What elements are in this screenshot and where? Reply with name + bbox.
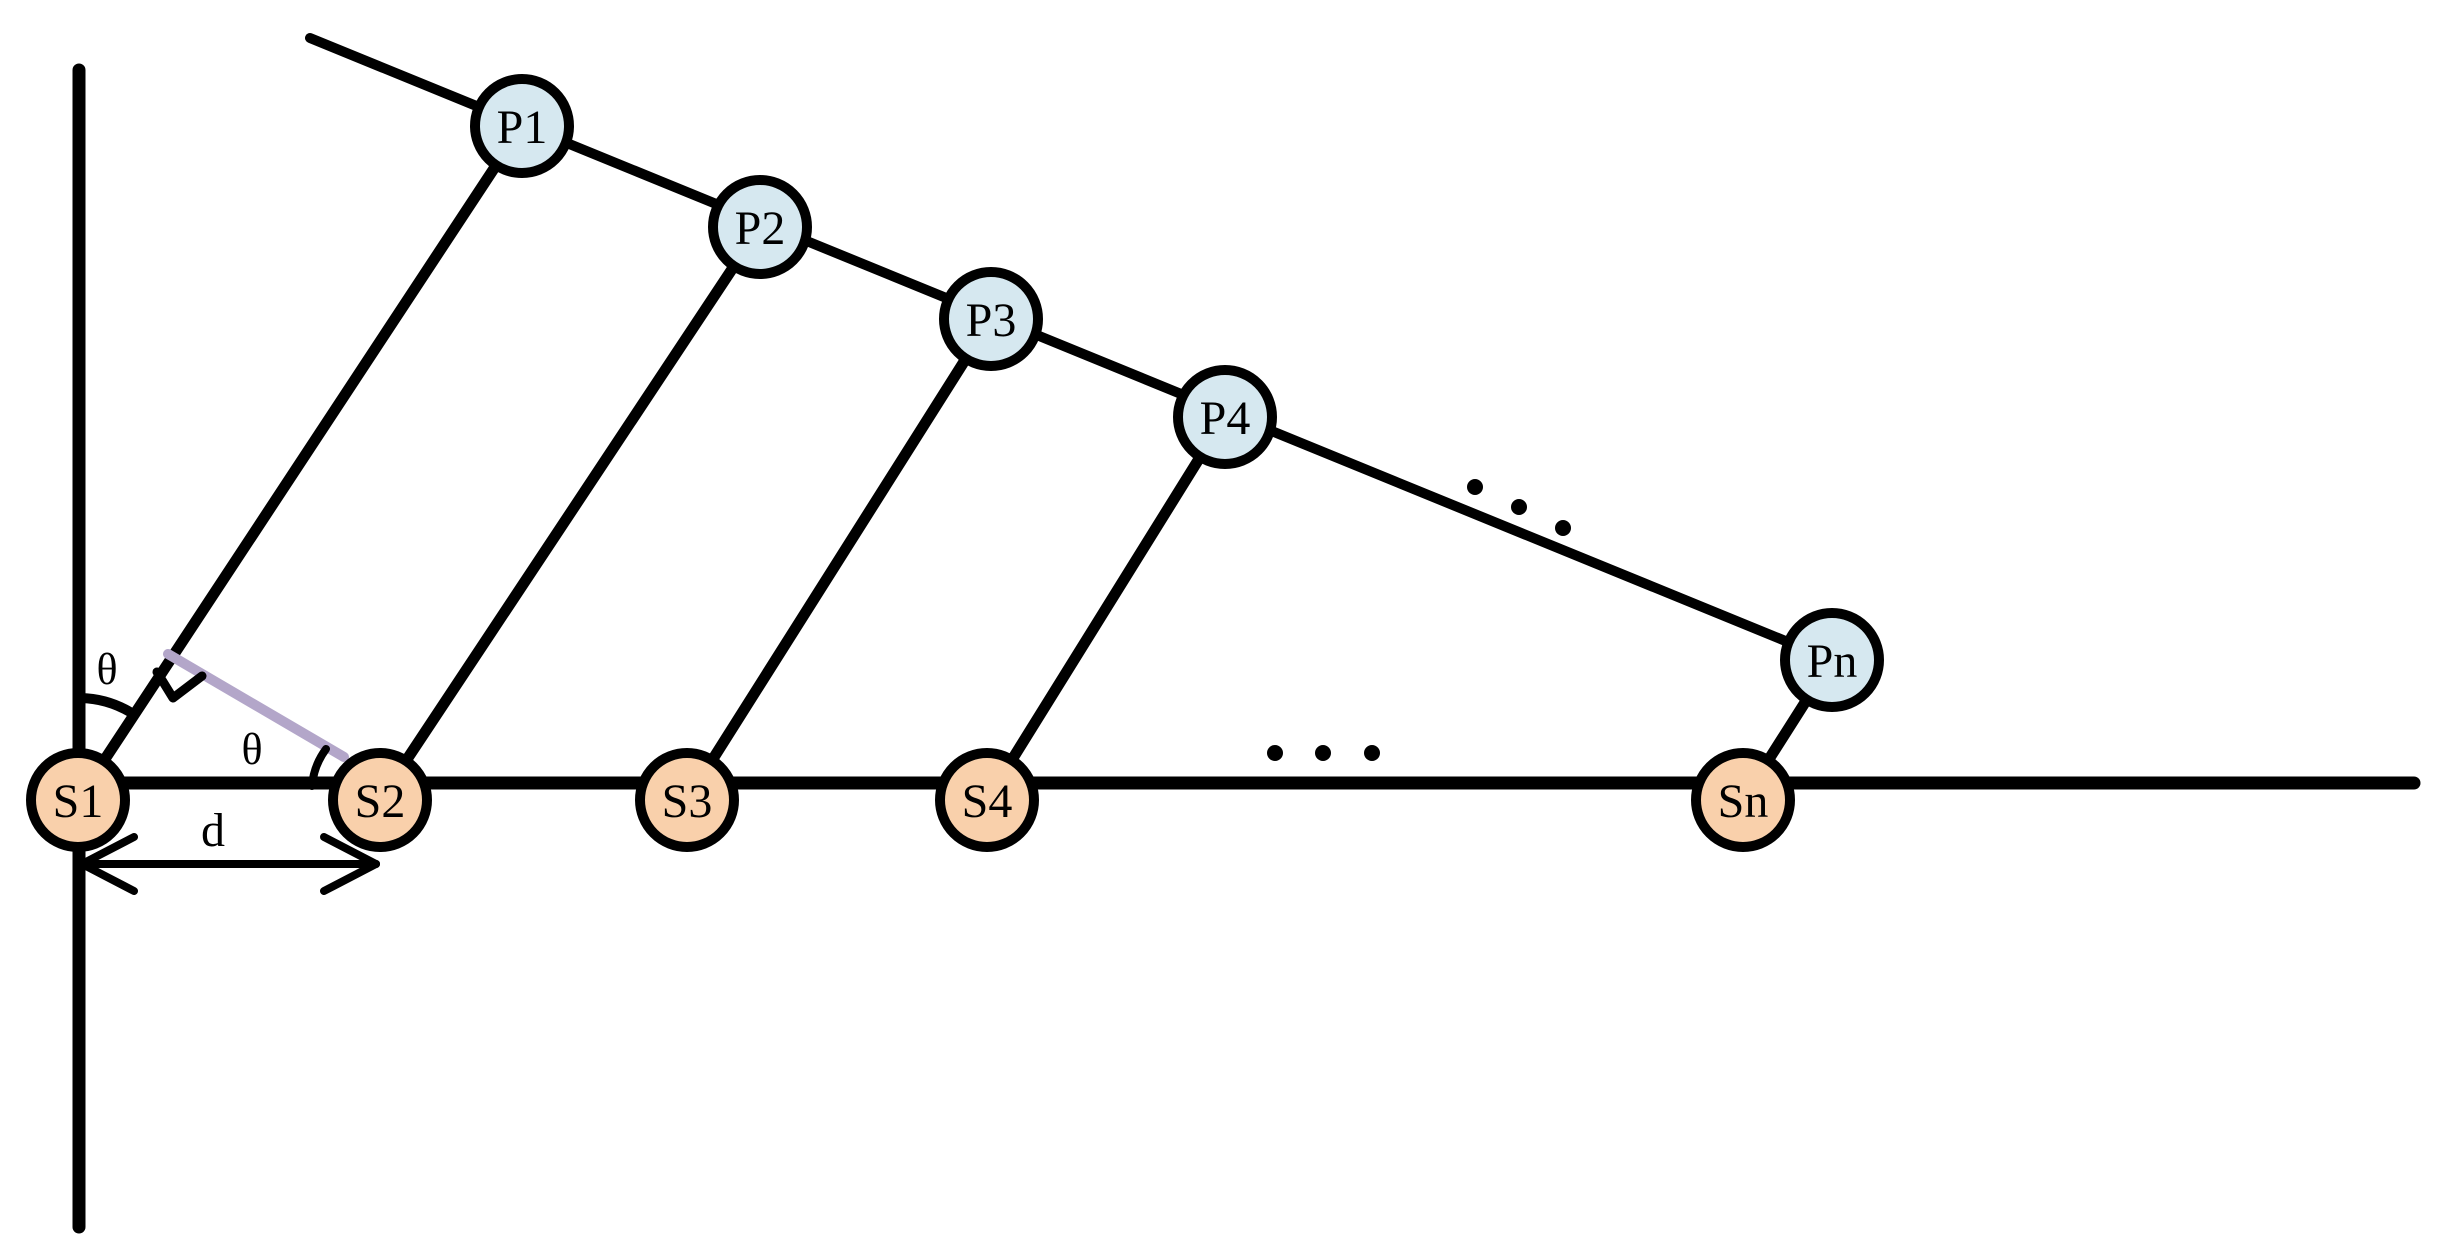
sensor-node-Sn xyxy=(1691,748,1795,852)
sensor-node-S1 xyxy=(26,748,130,852)
wave-point-node-P2 xyxy=(708,175,812,279)
wave-point-node-P4 xyxy=(1173,365,1277,469)
dots-layer xyxy=(1267,479,1571,761)
wave-point-node-label-P3: P3 xyxy=(966,294,1017,347)
ray-S1-P1 xyxy=(72,120,528,806)
text-layer: θθd xyxy=(96,645,262,857)
annotation-layer xyxy=(76,649,380,895)
theta-label-at-axis: θ xyxy=(96,645,117,694)
sensor-node-label-S4: S4 xyxy=(962,775,1013,828)
wavefront-normal-segment xyxy=(163,649,349,762)
wave-point-node-label-P4: P4 xyxy=(1200,392,1251,445)
axes-layer xyxy=(72,63,2421,1234)
wave-point-node-label-P2: P2 xyxy=(735,202,786,255)
wave-point-node-label-P1: P1 xyxy=(497,101,548,154)
spacing-arrow-left-head-lower xyxy=(78,860,138,895)
spacing-arrow-left-head-upper xyxy=(78,833,138,868)
spacing-arrow xyxy=(78,833,380,895)
theta-arc-2 xyxy=(308,745,330,790)
spacing-label-d: d xyxy=(201,804,225,857)
sensor-node-label-S3: S3 xyxy=(662,775,713,828)
wavefront-ellipsis-dot-2 xyxy=(1511,499,1527,515)
sensor-node-label-S2: S2 xyxy=(355,775,406,828)
wave-point-node-Pn xyxy=(1780,608,1884,712)
theta-arc-1 xyxy=(76,693,135,717)
sensor-ellipsis-dot-1 xyxy=(1267,745,1283,761)
sensor-node-label-S1: S1 xyxy=(53,775,104,828)
wave-point-node-label-Pn: Pn xyxy=(1807,635,1858,688)
wave-point-node-P3 xyxy=(939,267,1043,371)
sensor-node-label-Sn: Sn xyxy=(1718,775,1769,828)
wavefront-ellipsis-dot-1 xyxy=(1467,479,1483,495)
ray-layer xyxy=(72,120,1838,806)
ray-S2-P2 xyxy=(374,221,766,806)
sensor-ellipsis-dot-3 xyxy=(1364,745,1380,761)
theta-label-at-baseline: θ xyxy=(241,725,262,774)
spacing-arrow-right-head-upper xyxy=(320,833,380,868)
spacing-arrow-right-head-lower xyxy=(320,860,380,895)
sensor-node-S4 xyxy=(935,748,1039,852)
ray-S4-P4 xyxy=(981,411,1231,806)
sensor-node-S2 xyxy=(328,748,432,852)
ray-S3-P3 xyxy=(681,313,997,806)
wave-point-node-P1 xyxy=(470,74,574,178)
wavefront-ellipsis-dot-3 xyxy=(1555,520,1571,536)
sensor-node-S3 xyxy=(635,748,739,852)
right-angle-marker xyxy=(152,667,207,703)
sensor-ellipsis-dot-2 xyxy=(1315,745,1331,761)
